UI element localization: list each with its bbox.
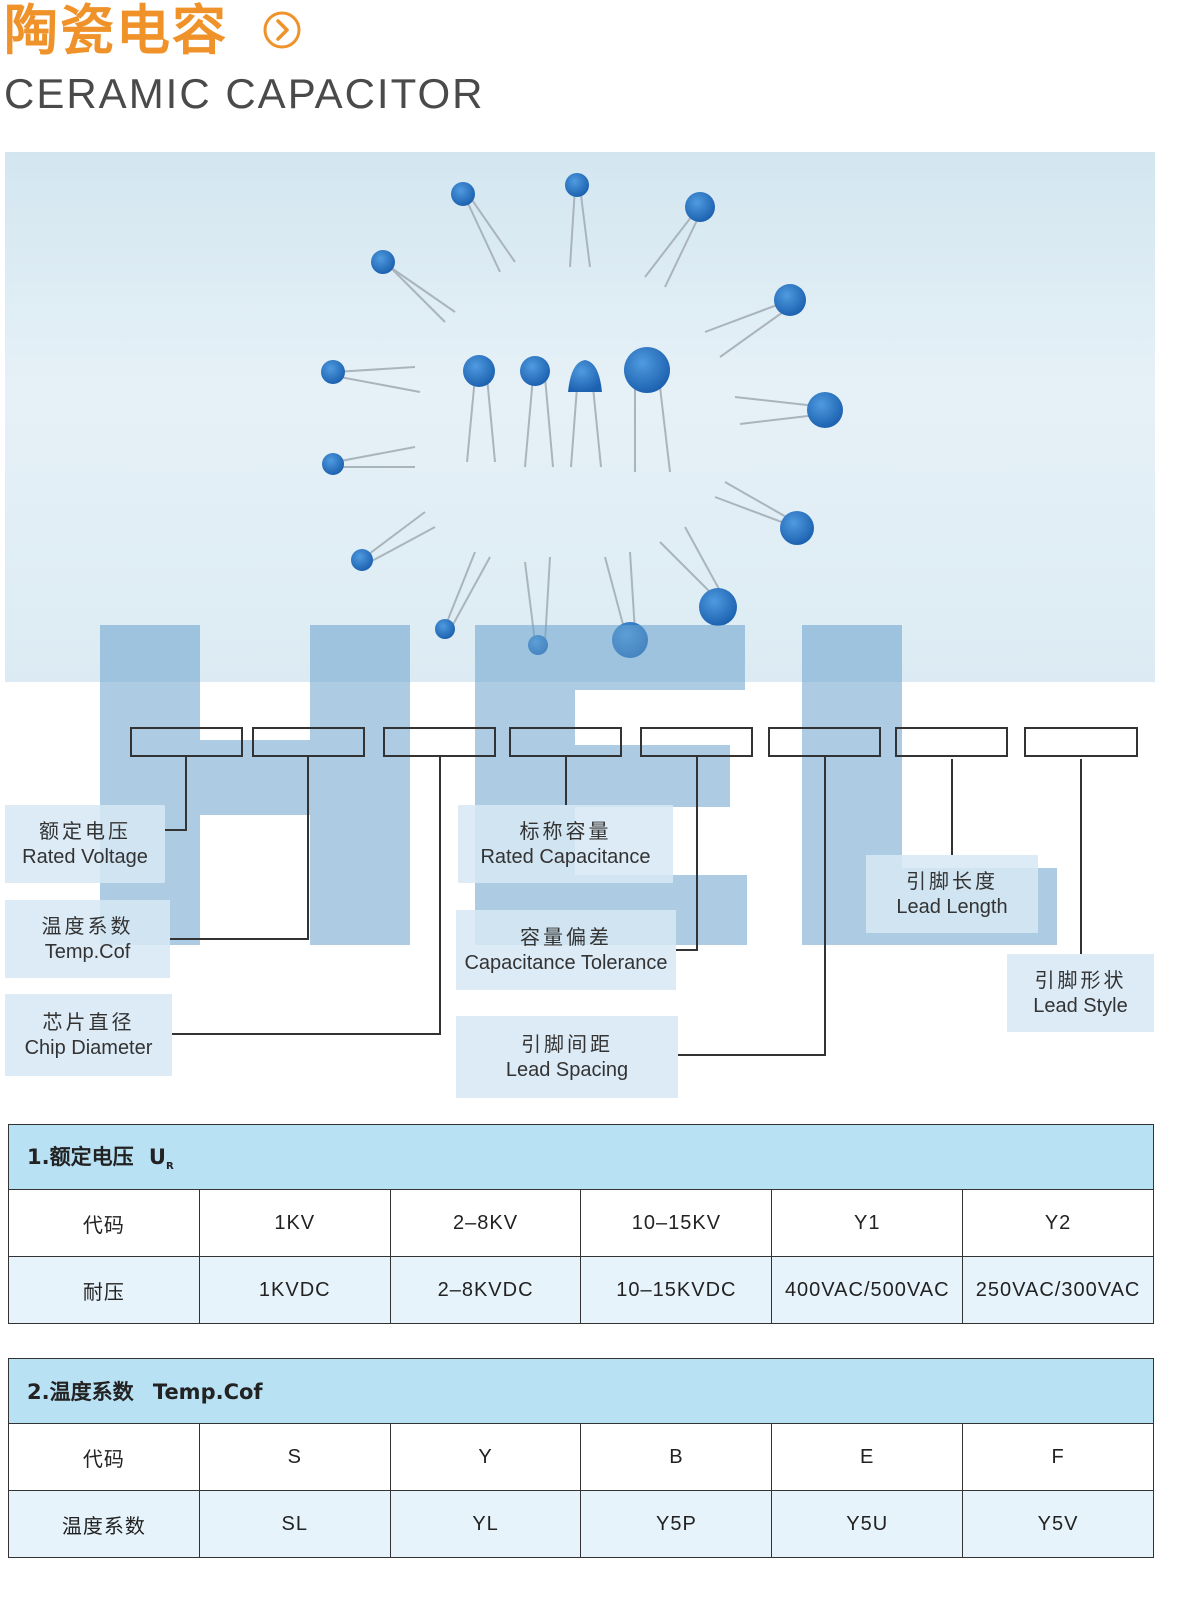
table-row: 代码 1KV 2–8KV 10–15KV Y1 Y2: [8, 1189, 1154, 1257]
table-row: 耐压 1KVDC 2–8KVDC 10–15KVDC 400VAC/500VAC…: [8, 1256, 1154, 1324]
table-cell: 耐压: [8, 1256, 200, 1324]
temp-cof-table: 2.温度系数 Temp.Cof 代码 S Y B E F 温度系数 SL YL …: [8, 1358, 1154, 1558]
table-cell: 10–15KV: [580, 1189, 773, 1257]
capacitors-illustration: [321, 173, 843, 658]
table-cell: SL: [198, 1490, 391, 1558]
label-cn: 温度系数: [41, 914, 134, 938]
table-row: 温度系数 SL YL Y5P Y5U Y5V: [8, 1490, 1154, 1558]
table-title-text: 1.额定电压: [27, 1145, 134, 1170]
table-cell: Y: [389, 1423, 582, 1491]
label-en: Rated Voltage: [22, 846, 148, 868]
code-box-4: [509, 727, 622, 757]
label-cn: 容量偏差: [520, 925, 612, 949]
label-cn: 芯片直径: [42, 1010, 135, 1034]
label-lead-length: 引脚长度 Lead Length: [866, 855, 1038, 933]
label-en: Temp.Cof: [44, 941, 131, 963]
label-cn: 标称容量: [519, 819, 612, 843]
table-cell: 代码: [8, 1423, 200, 1491]
label-en: Lead Style: [1033, 995, 1128, 1017]
label-lead-style: 引脚形状 Lead Style: [1007, 954, 1154, 1032]
label-en: Chip Diameter: [24, 1037, 153, 1059]
label-en: Lead Spacing: [505, 1059, 629, 1081]
label-rated-voltage: 额定电压 Rated Voltage: [5, 805, 165, 883]
table-symbol: UR: [148, 1145, 174, 1172]
table-cell: 1KV: [198, 1189, 391, 1257]
label-en: Lead Length: [896, 896, 1008, 918]
table-cell: B: [580, 1423, 773, 1491]
table-cell: S: [198, 1423, 391, 1491]
symbol-sub: R: [165, 1161, 174, 1173]
code-box-5: [640, 727, 753, 757]
label-capacitance-tolerance: 容量偏差 Capacitance Tolerance: [456, 910, 676, 990]
label-en: Rated Capacitance: [480, 846, 651, 868]
code-box-2: [252, 727, 365, 757]
table-cell: Y1: [771, 1189, 964, 1257]
table-title-text: 2.温度系数: [27, 1380, 134, 1404]
code-box-1: [130, 727, 243, 757]
label-temp-cof: 温度系数 Temp.Cof: [5, 900, 170, 978]
symbol-u: U: [148, 1145, 166, 1170]
rated-voltage-table: 1.额定电压 UR 代码 1KV 2–8KV 10–15KV Y1 Y2 耐压 …: [8, 1124, 1154, 1324]
table-cell: 1KVDC: [198, 1256, 391, 1324]
table-cell: 10–15KVDC: [580, 1256, 773, 1324]
code-box-8: [1024, 727, 1138, 757]
label-cn: 引脚形状: [1034, 968, 1127, 992]
table-cell: 2–8KV: [389, 1189, 582, 1257]
table-cell: Y5P: [580, 1490, 773, 1558]
label-chip-diameter: 芯片直径 Chip Diameter: [5, 994, 172, 1076]
table-title: 2.温度系数 Temp.Cof: [8, 1358, 1154, 1424]
table-cell: 温度系数: [8, 1490, 200, 1558]
ceramic-capacitors-photo: [5, 152, 1155, 682]
code-box-7: [895, 727, 1008, 757]
table-cell: 代码: [8, 1189, 200, 1257]
label-cn: 引脚间距: [521, 1032, 613, 1056]
code-box-3: [383, 727, 496, 757]
label-rated-capacitance: 标称容量 Rated Capacitance: [458, 805, 673, 883]
code-box-6: [768, 727, 881, 757]
table-cell: Y5V: [962, 1490, 1154, 1558]
table-cell: YL: [389, 1490, 582, 1558]
table-cell: 250VAC/300VAC: [962, 1256, 1154, 1324]
table-row: 代码 S Y B E F: [8, 1423, 1154, 1491]
table-cell: 400VAC/500VAC: [771, 1256, 964, 1324]
page-title-en: CERAMIC CAPACITOR: [4, 70, 485, 117]
table-cell: F: [962, 1423, 1154, 1491]
table-cell: E: [771, 1423, 964, 1491]
chevron-right-circle-icon: [263, 11, 301, 49]
table-cell: Y2: [962, 1189, 1154, 1257]
label-cn: 引脚长度: [906, 869, 998, 893]
table-title: 1.额定电压 UR: [8, 1124, 1154, 1190]
label-cn: 额定电压: [39, 819, 131, 843]
label-lead-spacing: 引脚间距 Lead Spacing: [456, 1016, 678, 1098]
table-title-en: Temp.Cof: [152, 1380, 263, 1404]
table-cell: Y5U: [771, 1490, 964, 1558]
label-en: Capacitance Tolerance: [464, 952, 668, 974]
table-cell: 2–8KVDC: [389, 1256, 582, 1324]
page-title-cn: 陶瓷电容: [4, 0, 228, 62]
